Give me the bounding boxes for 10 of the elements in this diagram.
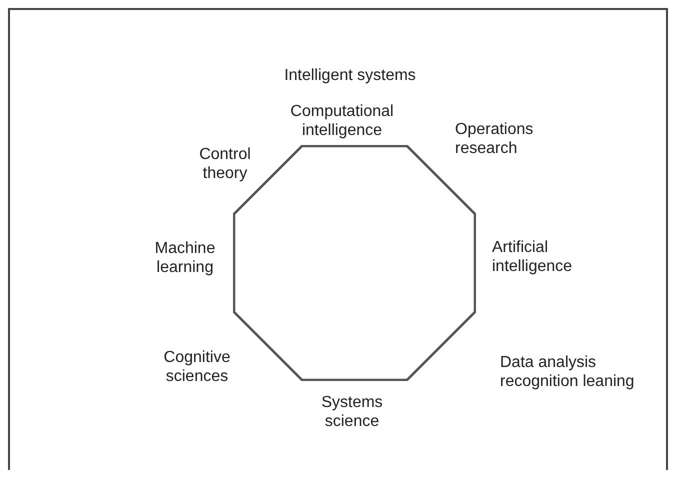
- field-label: Cognitive sciences: [162, 348, 232, 386]
- title-text: Intelligent systems: [283, 66, 417, 86]
- field-label: Operations research: [455, 120, 534, 158]
- frame-border: [8, 8, 668, 470]
- field-label: Control theory: [198, 145, 252, 183]
- field-label: Machine learning: [154, 239, 216, 277]
- field-label: Computational intelligence: [289, 102, 395, 140]
- field-label: Systems science: [320, 393, 384, 431]
- field-label: Data analysis recognition leaning: [500, 353, 636, 391]
- field-label: Artificial intelligence: [492, 238, 574, 276]
